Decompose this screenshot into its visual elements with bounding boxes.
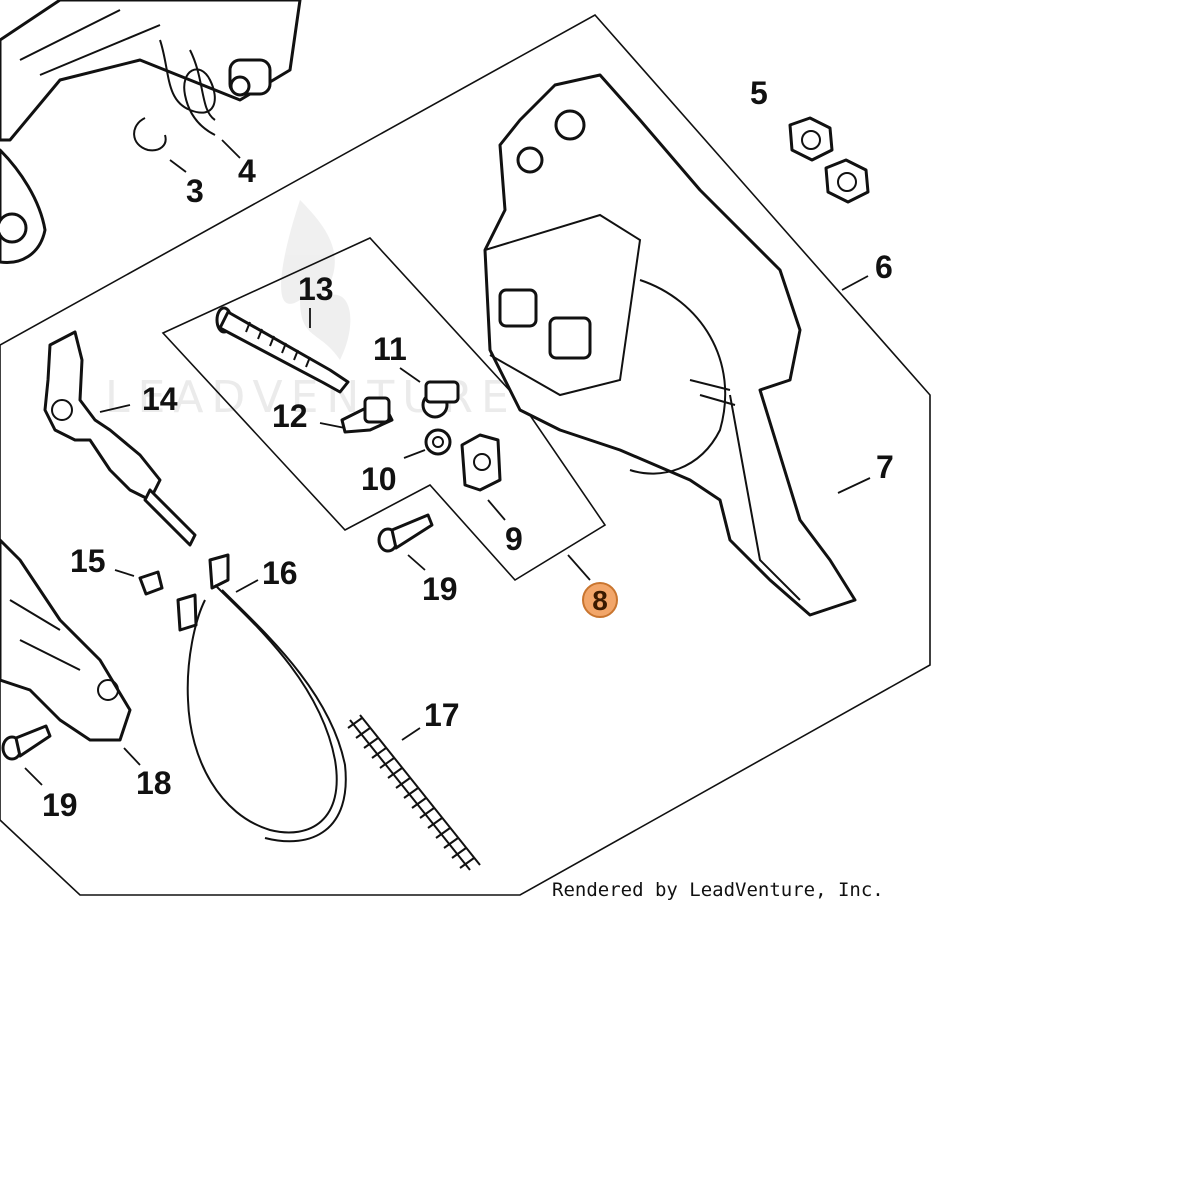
assembly-frame-inner [161,237,607,582]
callout-16[interactable]: 16 [262,555,298,591]
callout-18[interactable]: 18 [136,765,172,801]
callout-15[interactable]: 15 [70,543,106,579]
callout-6[interactable]: 6 [875,249,893,285]
pinion-part [424,428,452,456]
callout-3[interactable]: 3 [186,173,204,209]
brake-lever-part [43,330,197,547]
adjusting-screw-part [215,306,350,394]
chain-catcher-bracket-part [0,0,302,265]
callout-highlight-circle [582,582,618,618]
sleeve-part [340,396,394,434]
render-credit: Rendered by LeadVenture, Inc. [552,879,884,901]
callout-8-highlighted[interactable]: 8 [582,582,618,618]
callout-5[interactable]: 5 [750,75,768,111]
callout-14[interactable]: 14 [142,381,178,417]
dowel-pin-part [138,570,164,596]
e-clip-part [133,117,167,152]
torsion-spring-part [159,39,216,136]
callout-13[interactable]: 13 [298,271,334,307]
callout-19-lower[interactable]: 19 [42,787,78,823]
top-pin-part [228,58,272,97]
tensioner-slide-part [460,433,502,492]
callout-7[interactable]: 7 [876,449,894,485]
gear-part [421,380,460,419]
callout-10[interactable]: 10 [361,461,397,497]
callout-19-upper[interactable]: 19 [422,571,458,607]
callout-12[interactable]: 12 [272,398,308,434]
brake-band-part [176,553,347,843]
sprocket-cover-part [483,73,857,617]
callout-11[interactable]: 11 [373,331,407,367]
housing-fragment-part [0,538,132,742]
assembly-frame-outer [0,13,931,896]
nut-part-a [788,116,834,162]
callout-17[interactable]: 17 [424,697,460,733]
callout-8[interactable]: 8 [592,585,608,616]
callout-9[interactable]: 9 [505,521,523,557]
screw-part-lower [1,724,52,761]
screw-part-upper [377,513,434,553]
leader-lines [24,139,871,786]
nut-part-b [824,158,870,204]
coil-spring-part [347,714,481,871]
callout-4[interactable]: 4 [238,153,256,189]
